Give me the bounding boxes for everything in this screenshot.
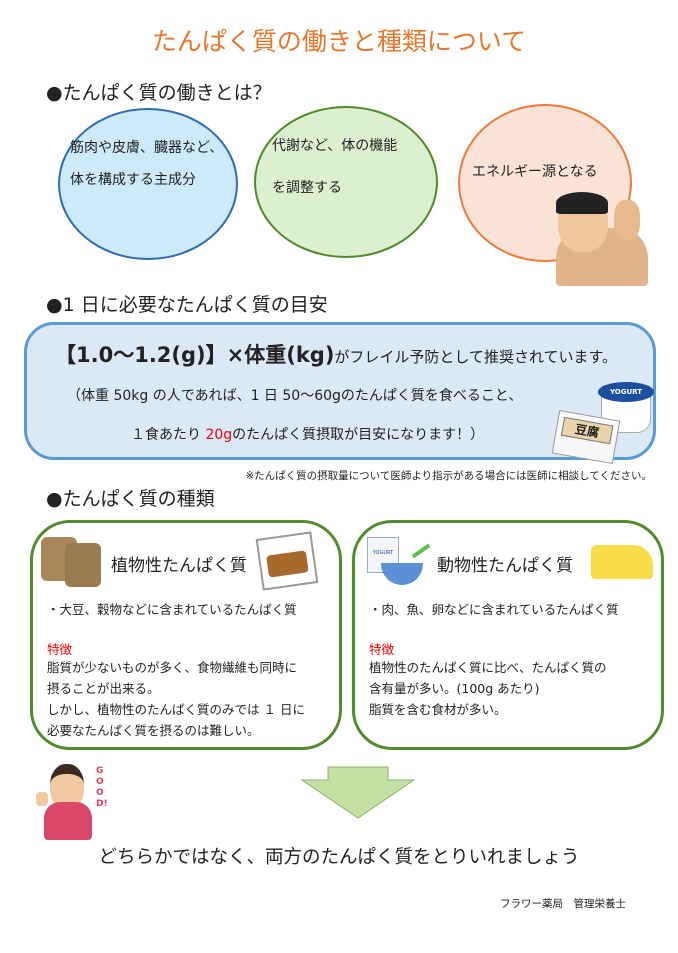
feature-line: しかし、植物性のたんぱく質のみでは １ 日に — [47, 702, 305, 717]
feature-line: 植物性のたんぱく質に比べ、たんぱく質の — [369, 660, 607, 675]
feature-line: 脂質が少ないものが多く、食物繊維も同時に — [47, 660, 298, 675]
page-title: たんぱく質の働きと種類について — [151, 27, 527, 56]
per-meal-amount: 20g — [205, 427, 233, 443]
circle-line: 筋肉や皮膚、臓器など、 — [70, 140, 224, 156]
thumbs-up-woman-illustration: GOOD! — [34, 758, 114, 842]
circle-line: を調整する — [272, 180, 342, 196]
feature-line: 含有量が多い。(100g あたり) — [369, 681, 540, 696]
plant-protein-title: 植物性たんぱく質 — [111, 556, 247, 576]
cheese-icon — [591, 545, 653, 579]
tofu-icon: 豆腐 — [551, 409, 621, 465]
feature-line: 摂ることが出来る。 — [47, 681, 160, 696]
rice-bag-icon — [41, 537, 101, 587]
formula-text: がフレイル予防として推奨されています。 — [334, 348, 618, 366]
yogurt-carton-label: YOGURT — [367, 537, 399, 573]
credit: フラワー薬局 管理栄養士 — [500, 898, 626, 910]
feature-line: 必要なたんぱく質を摂るのは難しい。 — [47, 723, 260, 738]
muscle-man-illustration — [548, 188, 660, 286]
circle-line: 代謝など、体の機能 — [272, 138, 398, 154]
animal-feature-text: 植物性のたんぱく質に比べ、たんぱく質の 含有量が多い。(100g あたり) 脂質… — [369, 657, 659, 720]
doctor-note: ※たんぱく質の摂取量について医師より指示がある場合には医師に相談してください。 — [245, 470, 652, 482]
plant-protein-box: 植物性たんぱく質 ・大豆、穀物などに含まれているたんぱく質 特徴 脂質が少ないも… — [30, 520, 342, 750]
section-heading-types: ●たんぱく質の種類 — [46, 488, 215, 510]
plant-feature-label: 特徴 — [47, 642, 73, 657]
formula-main: 【1.0～1.2(g)】×体重(kg) — [55, 343, 335, 367]
tofu-label: 豆腐 — [560, 416, 614, 445]
good-label: GOOD! — [96, 766, 108, 809]
animal-protein-sources: ・肉、魚、卵などに含まれているたんぱく質 — [369, 602, 619, 617]
function-circle-body: 筋肉や皮膚、臓器など、 体を構成する主成分 — [58, 108, 238, 260]
example-line: （体重 50kg の人であれば、1 日 50～60gのたんぱく質を食べること、 — [67, 388, 523, 404]
per-meal-line: １食あたり 20gのたんぱく質摂取が目安になります！） — [131, 424, 484, 444]
yogurt-icon: YOGURT — [598, 382, 654, 433]
plant-feature-text: 脂質が少ないものが多く、食物繊維も同時に 摂ることが出来る。 しかし、植物性のた… — [47, 657, 337, 741]
per-meal-suffix: のたんぱく質摂取が目安になります！） — [232, 427, 485, 443]
circle-line: エネルギー源となる — [472, 164, 598, 180]
animal-feature-label: 特徴 — [369, 642, 395, 657]
animal-protein-title: 動物性たんぱく質 — [437, 556, 573, 576]
natto-icon — [255, 531, 319, 591]
function-circle-regulation: 代謝など、体の機能 を調整する — [254, 106, 438, 258]
function-circle-energy: エネルギー源となる — [458, 104, 632, 262]
down-arrow-icon — [300, 766, 416, 819]
yogurt-bowl-icon: YOGURT — [367, 537, 431, 589]
formula-line: 【1.0～1.2(g)】×体重(kg)がフレイル予防として推奨されています。 — [55, 339, 617, 369]
section-heading-daily: ●1 日に必要なたんぱく質の目安 — [46, 294, 328, 316]
plant-protein-sources: ・大豆、穀物などに含まれているたんぱく質 — [47, 602, 297, 617]
animal-protein-box: YOGURT 動物性たんぱく質 ・肉、魚、卵などに含まれているたんぱく質 特徴 … — [352, 520, 664, 750]
section-heading-functions: ●たんぱく質の働きとは？ — [46, 82, 272, 104]
yogurt-label: YOGURT — [598, 382, 654, 402]
feature-line: 脂質を含む食材が多い。 — [369, 702, 507, 717]
circle-line: 体を構成する主成分 — [70, 172, 196, 188]
daily-intake-box: 【1.0～1.2(g)】×体重(kg)がフレイル予防として推奨されています。 （… — [24, 322, 656, 465]
per-meal-prefix: １食あたり — [131, 427, 206, 443]
conclusion-text: どちらかではなく、両方のたんぱく質をとりいれましょう — [98, 847, 580, 868]
